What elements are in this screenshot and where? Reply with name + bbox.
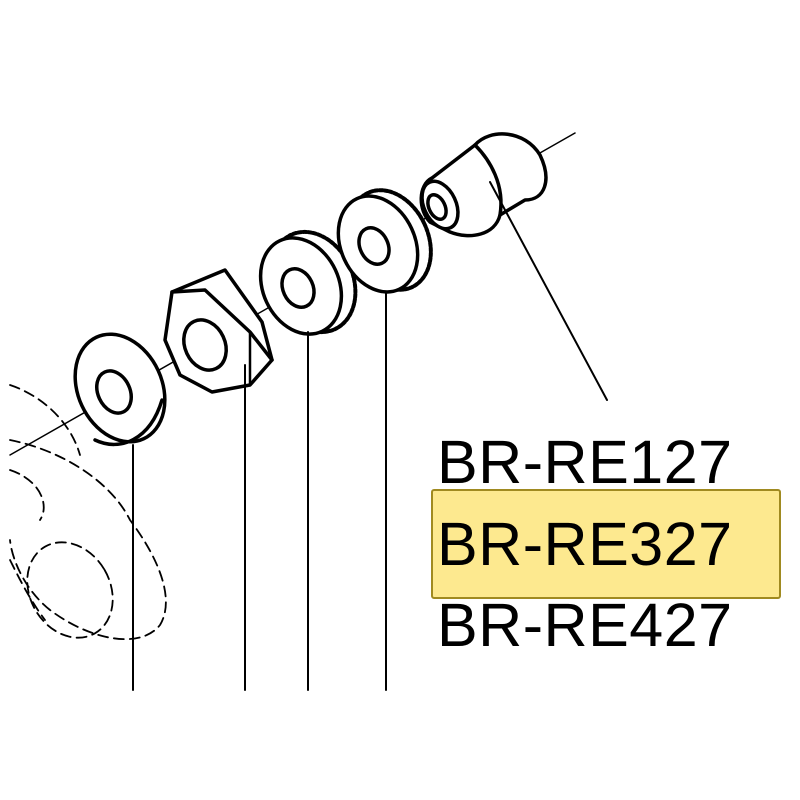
- part-number-label: BR-RE127: [437, 428, 733, 496]
- brake-arm-outline: [9, 384, 167, 641]
- part-number-label-highlighted: BR-RE327: [437, 510, 733, 578]
- part-number-label: BR-RE427: [437, 591, 733, 659]
- leader-line-sleeve: [489, 181, 608, 401]
- sleeve-bushing: [419, 132, 548, 238]
- knurled-washer-1: [258, 229, 358, 336]
- hex-nut: [163, 268, 274, 394]
- flat-washer: [73, 332, 167, 447]
- highlighted-part-box: [431, 489, 781, 599]
- knurled-washer-2: [336, 188, 433, 294]
